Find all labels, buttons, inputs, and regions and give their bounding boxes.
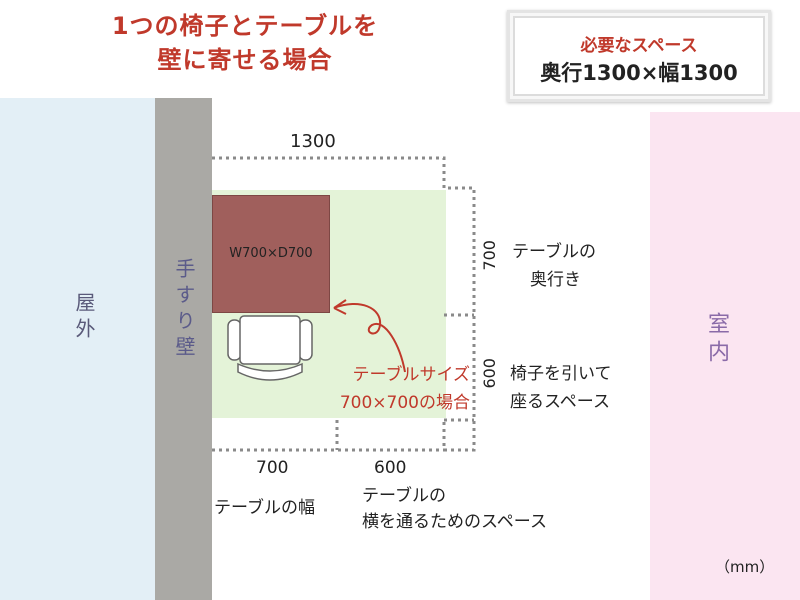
title-line-1: 1つの椅子とテーブルを: [111, 12, 379, 40]
required-space-value: 奥行1300×幅1300: [540, 61, 738, 85]
right-upper-label-1: テーブルの: [512, 242, 596, 262]
handrail-wall: [155, 98, 212, 600]
top-total-dimension: 1300: [290, 131, 336, 152]
callout-line-1: テーブルサイズ: [352, 365, 470, 385]
chair-icon: [227, 315, 313, 381]
bottom-left-dimension: 700: [256, 458, 289, 478]
dotted-dimension-lines: [212, 156, 476, 452]
outside-zone: [0, 98, 155, 600]
right-lower-dimension: 600: [480, 358, 499, 389]
outside-label: 屋外: [72, 292, 96, 344]
right-upper-label-2: 奥行き: [530, 270, 581, 290]
bottom-right-label-2: 横を通るためのスペース: [362, 512, 547, 532]
chair-back: [237, 362, 303, 381]
chair-right-arm: [298, 319, 313, 361]
handrail-wall-label: 手すり壁: [172, 258, 196, 362]
indoor-label: 室内: [704, 312, 729, 368]
unit-label: （mm）: [715, 558, 775, 576]
required-space-heading: 必要なスペース: [580, 36, 698, 56]
bottom-right-dimension: 600: [374, 458, 407, 478]
title-line-2: 壁に寄せる場合: [157, 46, 333, 74]
callout-line-2: 700×700の場合: [339, 393, 470, 413]
table-size-label: W700×D700: [229, 246, 313, 261]
right-lower-label-2: 座るスペース: [510, 392, 610, 412]
callout-arrow-icon: [333, 299, 406, 373]
bottom-right-label-1: テーブルの: [362, 486, 446, 506]
chair-seat: [239, 315, 301, 365]
chair-left-arm: [227, 319, 242, 361]
required-space-frame: 必要なスペース 奥行1300×幅1300: [507, 10, 771, 102]
table-top: [212, 195, 330, 313]
bottom-left-label: テーブルの幅: [214, 498, 315, 518]
right-upper-dimension: 700: [480, 240, 499, 271]
indoor-zone: [650, 112, 800, 600]
right-lower-label-1: 椅子を引いて: [510, 364, 612, 384]
